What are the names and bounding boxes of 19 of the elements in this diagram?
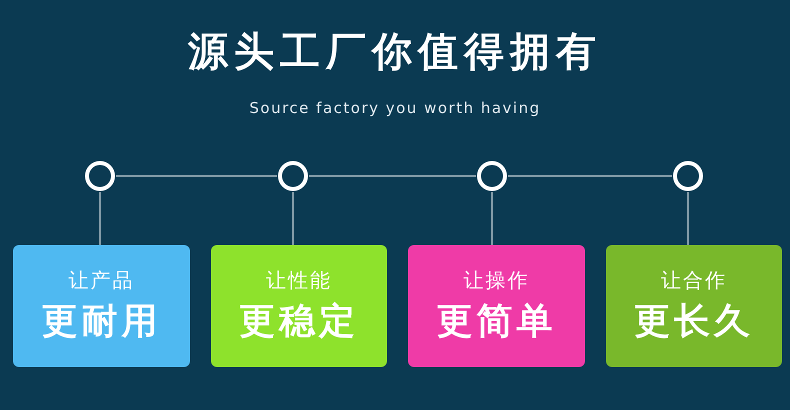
connector-line [292,192,294,246]
feature-card [13,245,190,367]
card-heading: 让合作 [661,267,727,294]
timeline-circle [277,160,309,192]
card-title: 更长久 [634,300,754,344]
timeline-circle [672,160,704,192]
card-heading: 让性能 [266,267,332,294]
card-heading: 让产品 [68,267,134,294]
feature-card [408,245,585,367]
card-title: 更稳定 [239,300,359,344]
feature-card [211,245,387,367]
timeline-circle [476,160,508,192]
card-heading: 让操作 [464,267,530,294]
timeline-circle [84,160,116,192]
card-title: 更简单 [436,300,556,344]
subtitle: Source factory you worth having [248,98,542,119]
feature-card [606,245,782,367]
card-title: 更耐用 [42,300,162,344]
title: 源头工厂你值得拥有 [186,28,603,77]
